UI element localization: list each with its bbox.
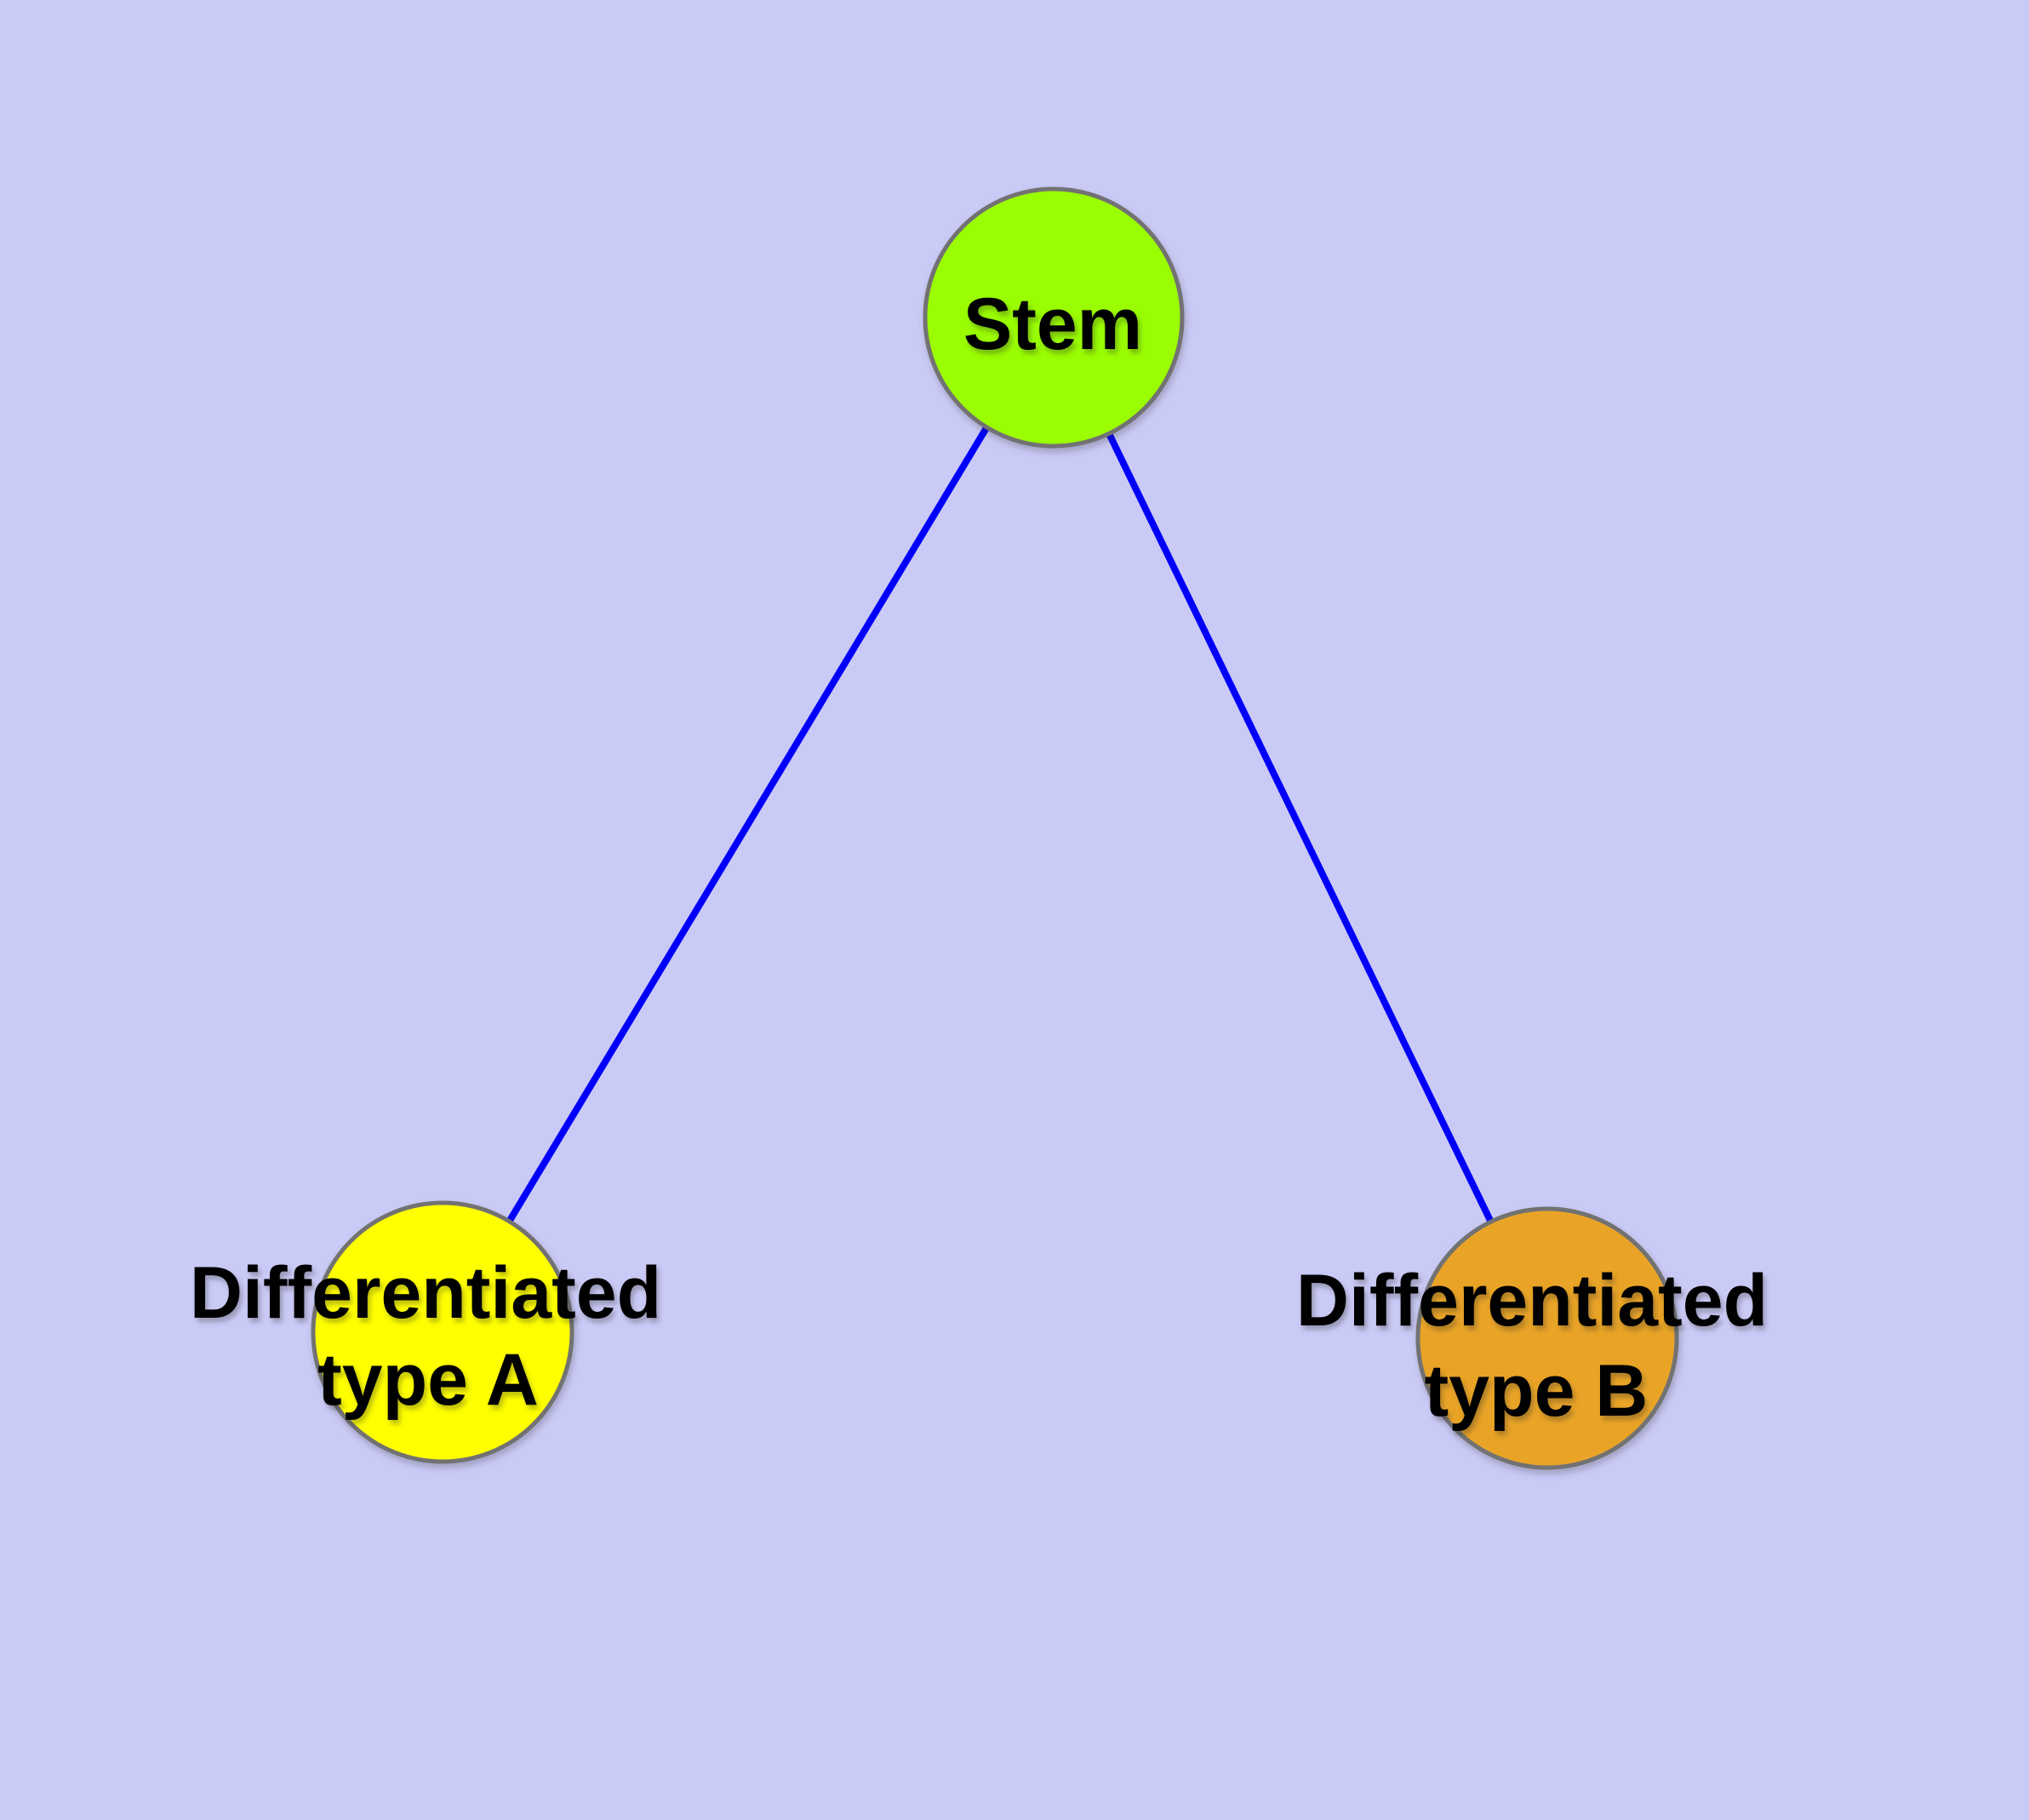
edge-stem-to-type-a — [439, 315, 1056, 1335]
node-type-b-circle — [1415, 1206, 1679, 1470]
node-stem-label: Stem — [963, 283, 1142, 365]
node-type-a-label-line2: type A — [317, 1339, 539, 1421]
node-stem-label-group: Stem — [963, 283, 1142, 365]
node-type-a-label-line1: Differentiated — [190, 1252, 661, 1334]
node-type-b-label-group: Differentiated type B — [1296, 1260, 1768, 1432]
node-type-a — [311, 1200, 574, 1464]
node-stem — [923, 186, 1185, 449]
node-type-b-label-line2: type B — [1425, 1350, 1649, 1432]
node-type-a-circle — [311, 1200, 574, 1464]
node-type-b-label-line1: Differentiated — [1296, 1260, 1768, 1342]
node-type-a-label-group: Differentiated type A — [190, 1252, 661, 1421]
node-stem-circle — [923, 186, 1185, 449]
node-type-b — [1415, 1206, 1679, 1470]
edge-stem-to-type-b — [1049, 316, 1551, 1340]
